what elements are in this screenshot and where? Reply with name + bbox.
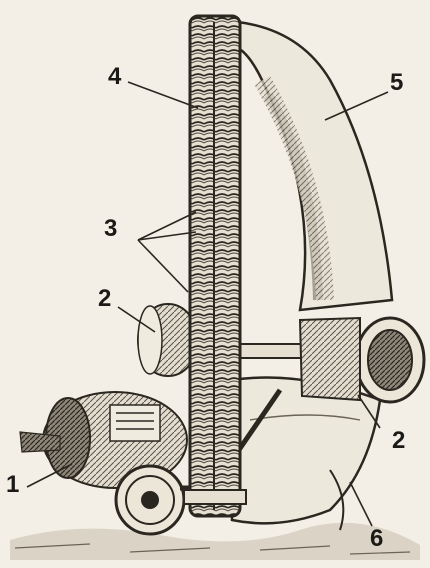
callout-1: 1 [6, 471, 19, 498]
elevator-column [184, 16, 246, 516]
callout-5: 5 [390, 69, 403, 96]
callout-3: 3 [104, 215, 117, 242]
wheel [116, 466, 184, 534]
callout-4: 4 [108, 63, 122, 90]
callout-6: 6 [370, 525, 383, 552]
pulley-right [300, 318, 424, 402]
callout-2-right: 2 [392, 427, 405, 454]
chute [238, 22, 392, 310]
callout-2-left: 2 [98, 285, 111, 312]
ground [10, 523, 420, 560]
